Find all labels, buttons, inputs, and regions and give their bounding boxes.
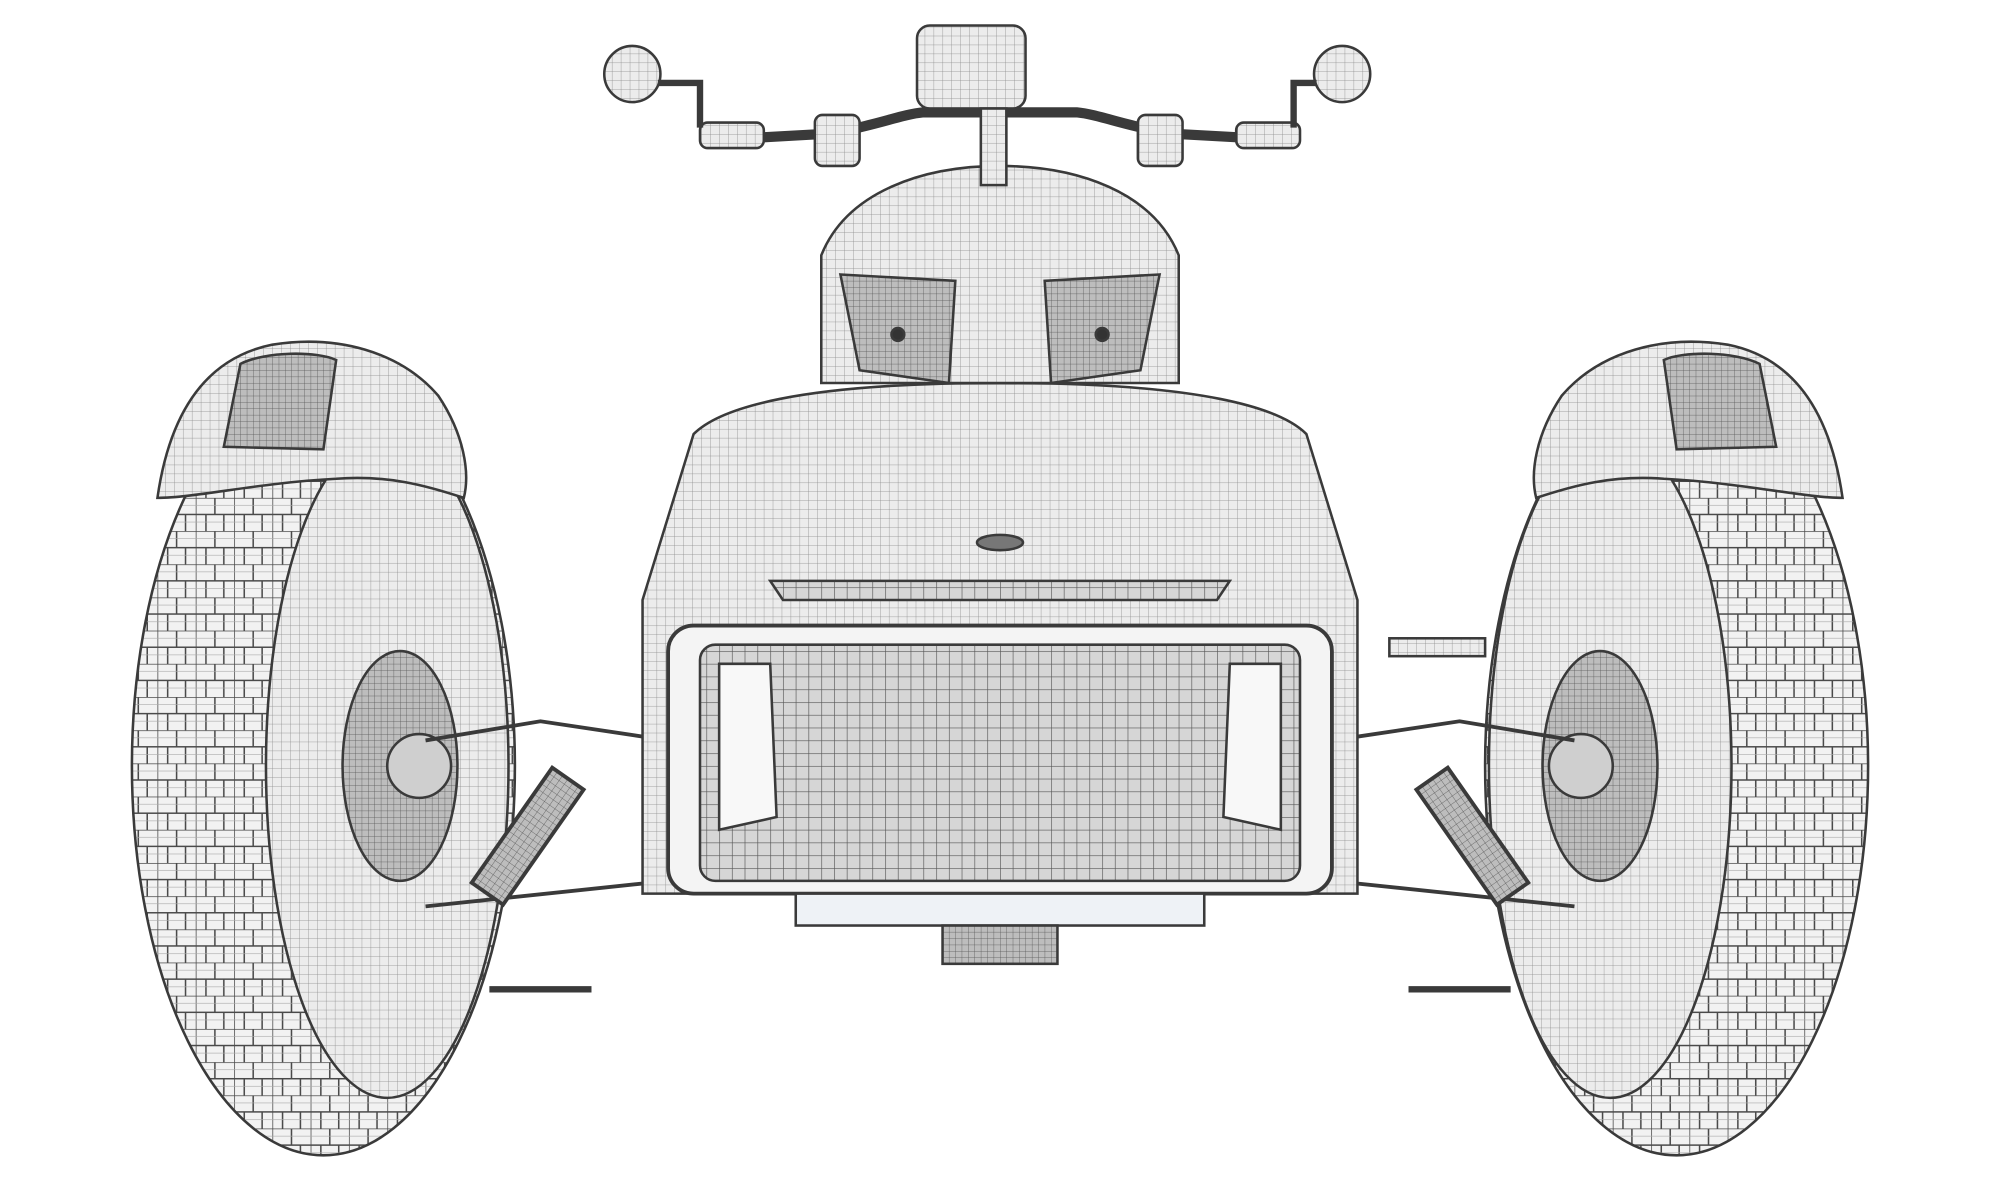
body (641, 164, 1359, 966)
right-wheel (1483, 375, 1870, 1157)
instrument-display (915, 24, 1027, 110)
left-mirror (602, 44, 662, 104)
handlebars (602, 24, 1487, 658)
left-grip (698, 121, 766, 150)
right-fender (1532, 340, 1845, 500)
left-turn-signal (222, 352, 338, 451)
right-axle-bolt (1388, 637, 1487, 658)
left-fender (155, 340, 468, 500)
right-mirror (1312, 44, 1372, 104)
right-turn-signal (1662, 352, 1778, 451)
right-shock-absorber (1413, 765, 1531, 908)
right-grip (1234, 121, 1302, 150)
front-grille (698, 643, 1302, 883)
emblem (975, 533, 1025, 552)
skid-plate (794, 892, 1206, 927)
suspension (425, 719, 1575, 993)
left-shock-absorber (469, 765, 587, 908)
left-wheel (130, 375, 517, 1157)
